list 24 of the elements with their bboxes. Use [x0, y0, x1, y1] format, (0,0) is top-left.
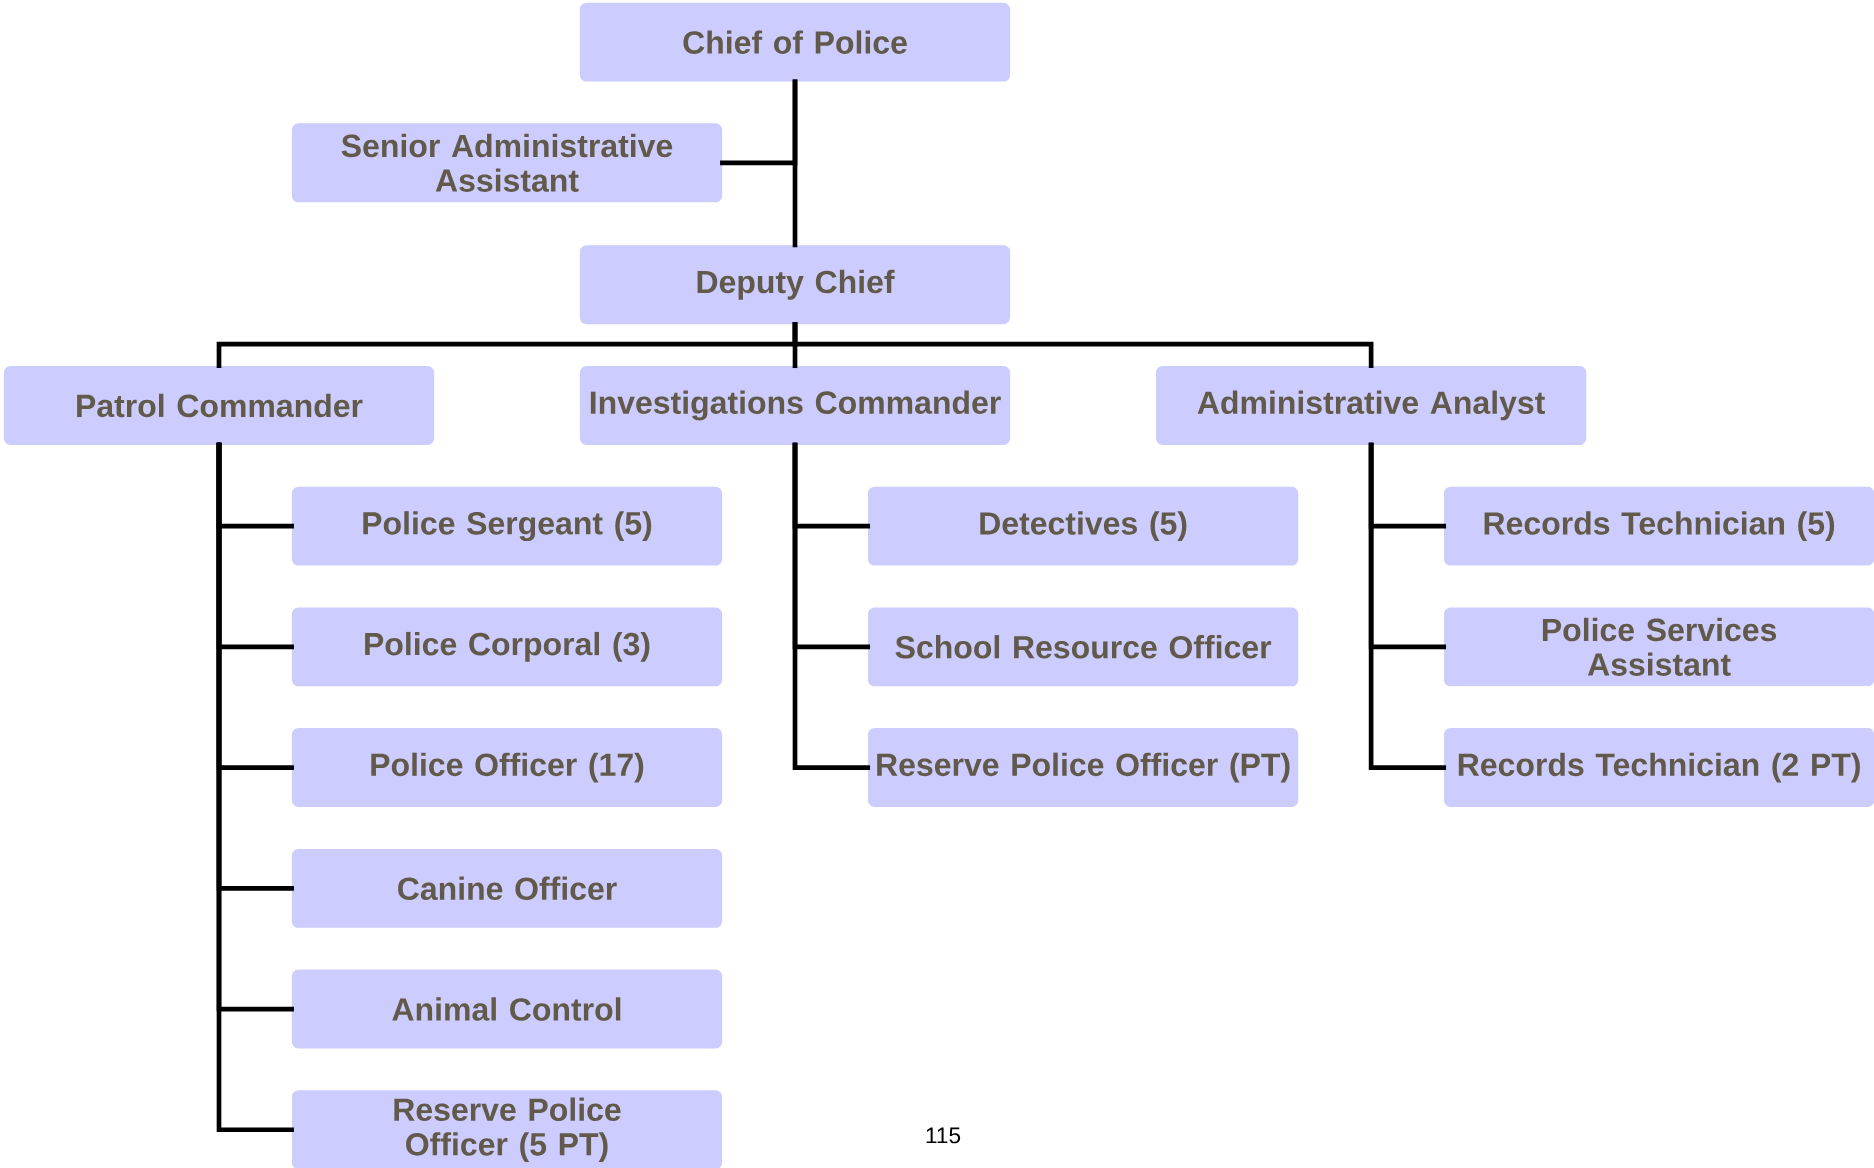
org-box: Animal Control [291, 969, 723, 1049]
connector-line [216, 442, 294, 1133]
page-number: 115 [926, 1127, 961, 1144]
org-box: Canine Officer [291, 848, 723, 928]
org-box: Police Officer (17) [291, 728, 723, 807]
org-box: Senior Administrative Assistant [291, 123, 723, 203]
connector-line [792, 322, 1374, 369]
org-box: Chief of Police [579, 2, 1011, 82]
connector-line [1368, 442, 1447, 770]
connector-line [792, 79, 798, 248]
org-box: Reserve Police Officer (5 PT) [291, 1090, 723, 1168]
org-box: Patrol Commander [3, 366, 435, 445]
org-box: Police Corporal (3) [291, 607, 723, 687]
org-box: School Resource Officer [868, 607, 1299, 687]
org-box: Records Technician (2 PT) [1444, 728, 1874, 807]
org-box: Investigations Commander [579, 366, 1011, 445]
org-box: Detectives (5) [868, 486, 1299, 566]
org-box: Records Technician (5) [1444, 486, 1874, 566]
org-box: Reserve Police Officer (PT) [868, 728, 1299, 807]
org-box: Police Sergeant (5) [291, 486, 723, 566]
org-box: Administrative Analyst [1156, 366, 1587, 445]
org-box: Deputy Chief [579, 245, 1011, 325]
org-box: Police Services Assistant [1444, 607, 1874, 687]
connector-line [792, 442, 871, 770]
